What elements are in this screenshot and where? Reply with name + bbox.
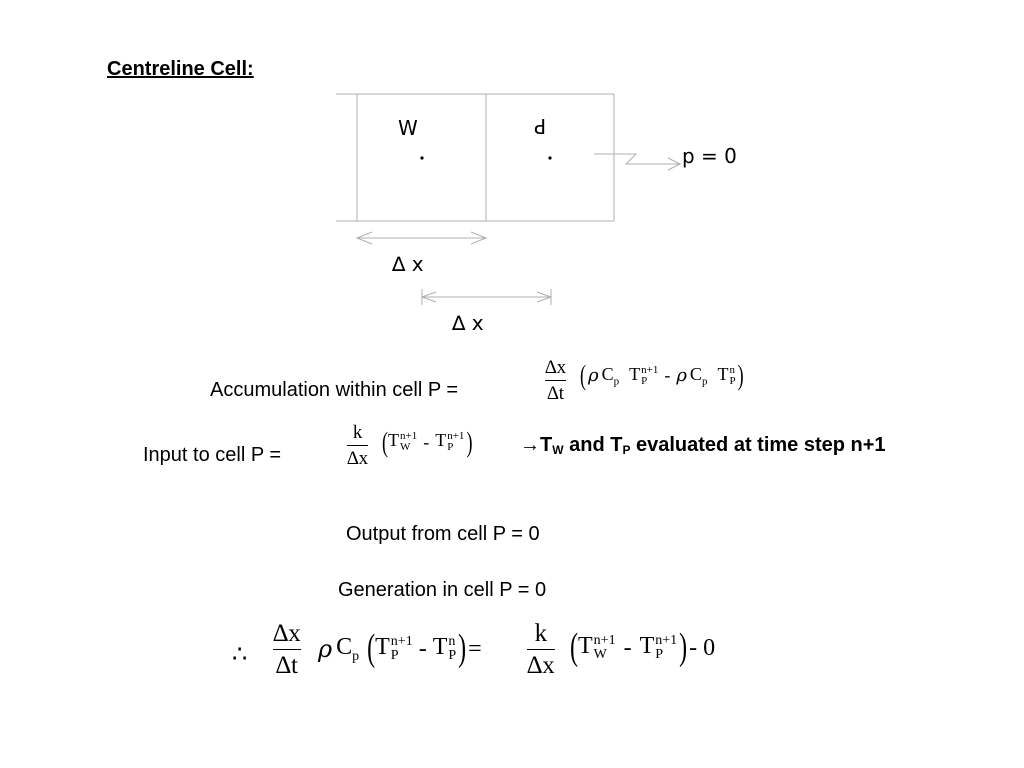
rho-symbol-2: ρ [676,365,687,387]
final-fraction-2: k ∆x [527,621,555,678]
final-frac1-den: ∆t [275,652,299,679]
fraction-bar [273,649,301,650]
evaluation-note: →TW and TP evaluated at time step n+1 [520,434,886,457]
paren-close: ) [466,425,473,458]
input-label: Input to cell P = [143,444,282,466]
paren-open: ( [382,425,388,458]
output-label: Output from cell P = 0 [346,523,540,545]
rho-symbol: ρ [588,365,599,387]
final-fraction-1: ∆x ∆t [273,621,301,678]
generation-label: Generation in cell P = 0 [338,579,547,601]
fraction-bar [545,380,567,381]
accumulation-frac-den: ∆t [547,383,565,404]
node-p-dot [548,156,552,160]
paren-open: ( [570,626,578,668]
cp-symbol: Cp [601,364,620,388]
cp-symbol: Cp [336,634,360,664]
minus-zero: - 0 [689,634,716,661]
boundary-arrow [594,153,682,171]
input-frac-num: k [352,422,363,443]
accumulation-frac-num: ∆x [545,357,567,378]
accumulation-label: Accumulation within cell P = [210,379,459,401]
node-w-label: W [398,116,418,140]
paren-close: ) [679,626,688,668]
minus-sign: - [623,634,632,661]
arrow-symbol: → [520,434,540,456]
dx-dimension-arrow-1 [355,231,488,245]
boundary-condition-label: p = 0 [682,144,737,168]
node-p-label: P [534,114,547,138]
paren-open: ( [367,627,376,670]
cp-symbol-2: Cp [689,364,708,388]
rho-symbol: ρ [318,635,333,664]
input-frac-den: ∆x [347,448,369,469]
therefore-symbol: ∴ [232,642,248,668]
paren-close: ) [458,627,467,670]
input-fraction: k ∆x [347,422,369,469]
fraction-bar [347,445,369,446]
node-w-dot [420,156,424,160]
minus-sign: - [664,365,671,386]
slide-title: Centreline Cell: [107,58,254,80]
paren-open: ( [580,358,586,391]
final-frac1-num: ∆x [273,620,301,647]
dx-label-2: ∆ x [452,311,484,335]
final-frac2-den: ∆x [527,652,555,679]
dx-dimension-arrow-2 [420,289,553,305]
accumulation-fraction: ∆x ∆t [545,357,567,404]
final-frac2-num: k [534,620,548,647]
fraction-bar [527,649,555,650]
dx-label-1: ∆ x [392,252,424,276]
minus-sign: - [418,635,427,662]
minus-sign: - [423,431,430,452]
paren-close: ) [737,358,744,391]
equals-sign: = [468,635,482,662]
